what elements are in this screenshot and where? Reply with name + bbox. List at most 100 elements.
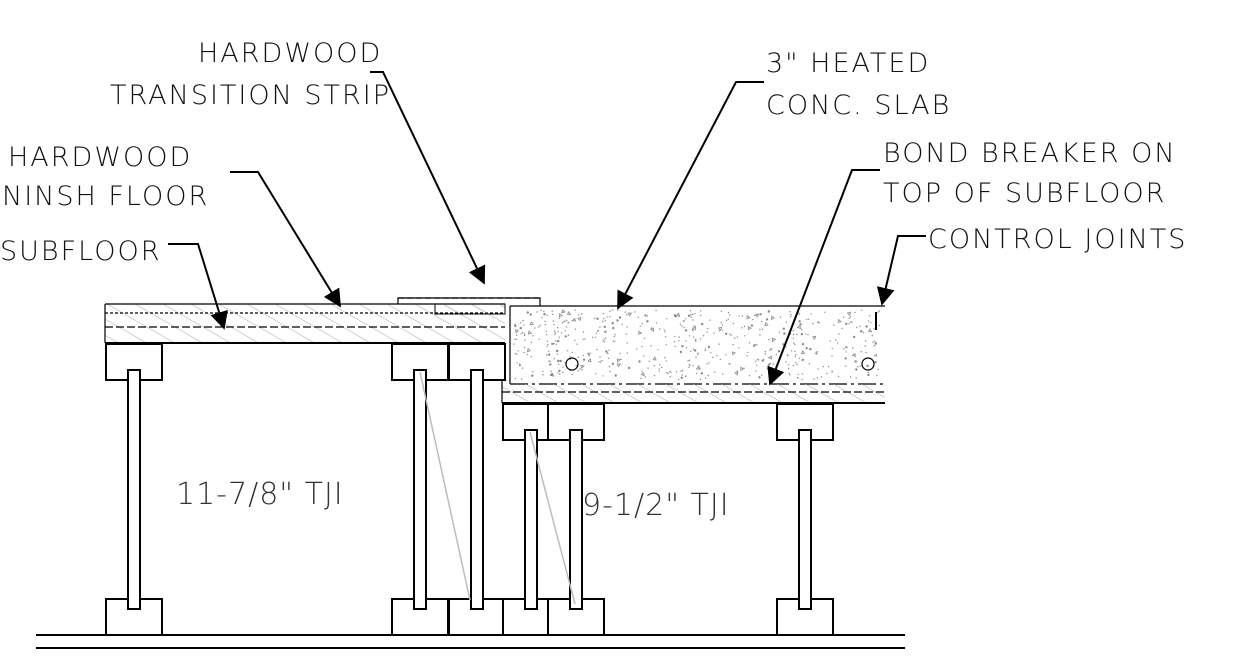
concrete-speckle — [546, 340, 549, 342]
leader-lines — [168, 71, 926, 386]
concrete-speckle — [851, 321, 853, 323]
concrete-speckle — [565, 319, 568, 321]
concrete-speckle — [861, 309, 863, 311]
concrete-speckle — [743, 325, 746, 328]
concrete-speckle — [761, 359, 764, 362]
concrete-speckle — [559, 359, 562, 363]
concrete-speckle — [522, 332, 524, 334]
concrete-aggregate — [691, 326, 697, 331]
concrete-speckle — [845, 346, 848, 349]
concrete-speckle — [713, 332, 715, 334]
concrete-speckle — [796, 333, 798, 336]
concrete-aggregate — [586, 352, 592, 357]
concrete-speckle — [769, 348, 772, 350]
concrete-speckle — [768, 338, 770, 341]
concrete-speckle — [641, 345, 643, 348]
concrete-speckle — [852, 347, 854, 349]
concrete-speckle — [559, 373, 561, 375]
concrete-speckle — [605, 337, 607, 339]
concrete-speckle — [704, 349, 707, 352]
concrete-speckle — [790, 350, 793, 352]
concrete-speckle — [552, 320, 555, 322]
concrete-speckle — [571, 373, 573, 376]
concrete-speckle — [593, 317, 596, 319]
concrete-speckle — [607, 357, 610, 359]
concrete-aggregate — [640, 371, 645, 377]
concrete-speckle — [558, 369, 561, 372]
concrete-aggregate — [846, 311, 851, 317]
concrete-speckle — [575, 365, 577, 367]
concrete-speckle — [530, 341, 532, 343]
concrete-aggregate — [717, 326, 723, 331]
concrete-speckle — [865, 325, 868, 328]
concrete-speckle — [624, 311, 626, 313]
concrete-speckle — [741, 315, 744, 317]
concrete-speckle — [877, 311, 879, 313]
concrete-speckle — [783, 332, 786, 335]
concrete-speckle — [538, 338, 540, 340]
concrete-speckle — [725, 319, 728, 322]
tji-joists — [105, 343, 834, 636]
concrete-speckle — [829, 340, 831, 342]
concrete-speckle — [793, 342, 795, 344]
concrete-speckle — [582, 358, 586, 361]
concrete-aggregate — [740, 366, 745, 372]
tji-joist-right-2 — [547, 403, 605, 636]
concrete-aggregate — [746, 314, 751, 320]
concrete-speckle — [732, 322, 734, 325]
control-joints-label: CONTROL JOINTS — [928, 224, 1187, 255]
concrete-speckle — [767, 363, 771, 366]
concrete-speckle — [748, 342, 751, 344]
concrete-speckle — [845, 365, 847, 367]
concrete-speckle — [838, 333, 840, 335]
slab-label-1: 3" HEATED — [766, 48, 930, 79]
concrete-speckle — [789, 374, 791, 376]
concrete-speckle — [870, 321, 872, 324]
concrete-speckle — [526, 311, 529, 314]
concrete-aggregate — [731, 351, 737, 356]
concrete-speckle — [604, 330, 607, 333]
concrete-speckle — [792, 337, 794, 339]
concrete-aggregate — [649, 327, 655, 332]
concrete-speckle — [547, 343, 549, 346]
bond-breaker-label-2: TOP OF SUBFLOOR — [883, 178, 1166, 209]
concrete-speckle — [619, 352, 621, 355]
concrete-speckle — [818, 322, 820, 324]
concrete-speckle — [614, 334, 616, 336]
concrete-speckle — [822, 365, 824, 368]
concrete-speckle — [637, 316, 640, 318]
concrete-speckle — [692, 329, 694, 332]
concrete-speckle — [582, 354, 585, 357]
concrete-speckle — [845, 351, 847, 353]
leader-finish-floor — [230, 171, 341, 308]
concrete-speckle — [772, 363, 774, 365]
concrete-speckle — [700, 372, 704, 375]
concrete-speckle — [640, 377, 642, 380]
concrete-speckle — [701, 322, 704, 326]
concrete-speckle — [755, 364, 758, 367]
concrete-speckle — [523, 351, 525, 354]
concrete-speckle — [842, 316, 845, 318]
concrete-speckle — [616, 319, 619, 322]
concrete-speckle — [732, 343, 734, 346]
concrete-speckle — [514, 377, 517, 380]
concrete-speckle — [855, 368, 858, 371]
concrete-speckle — [844, 357, 847, 360]
concrete-speckle — [681, 374, 683, 376]
concrete-speckle — [707, 327, 709, 330]
concrete-speckle — [555, 349, 559, 353]
concrete-aggregate — [764, 321, 769, 327]
concrete-speckle — [644, 376, 647, 378]
concrete-speckle — [515, 334, 518, 336]
radiant-tube — [565, 357, 579, 371]
concrete-speckle — [725, 354, 727, 356]
concrete-speckle — [577, 356, 579, 358]
concrete-speckle — [614, 374, 617, 377]
concrete-speckle — [641, 370, 643, 373]
concrete-speckle — [558, 336, 560, 338]
concrete-speckle — [843, 348, 845, 350]
concrete-aggregate — [837, 318, 842, 324]
concrete-speckle — [782, 327, 785, 330]
concrete-speckle — [532, 335, 534, 337]
